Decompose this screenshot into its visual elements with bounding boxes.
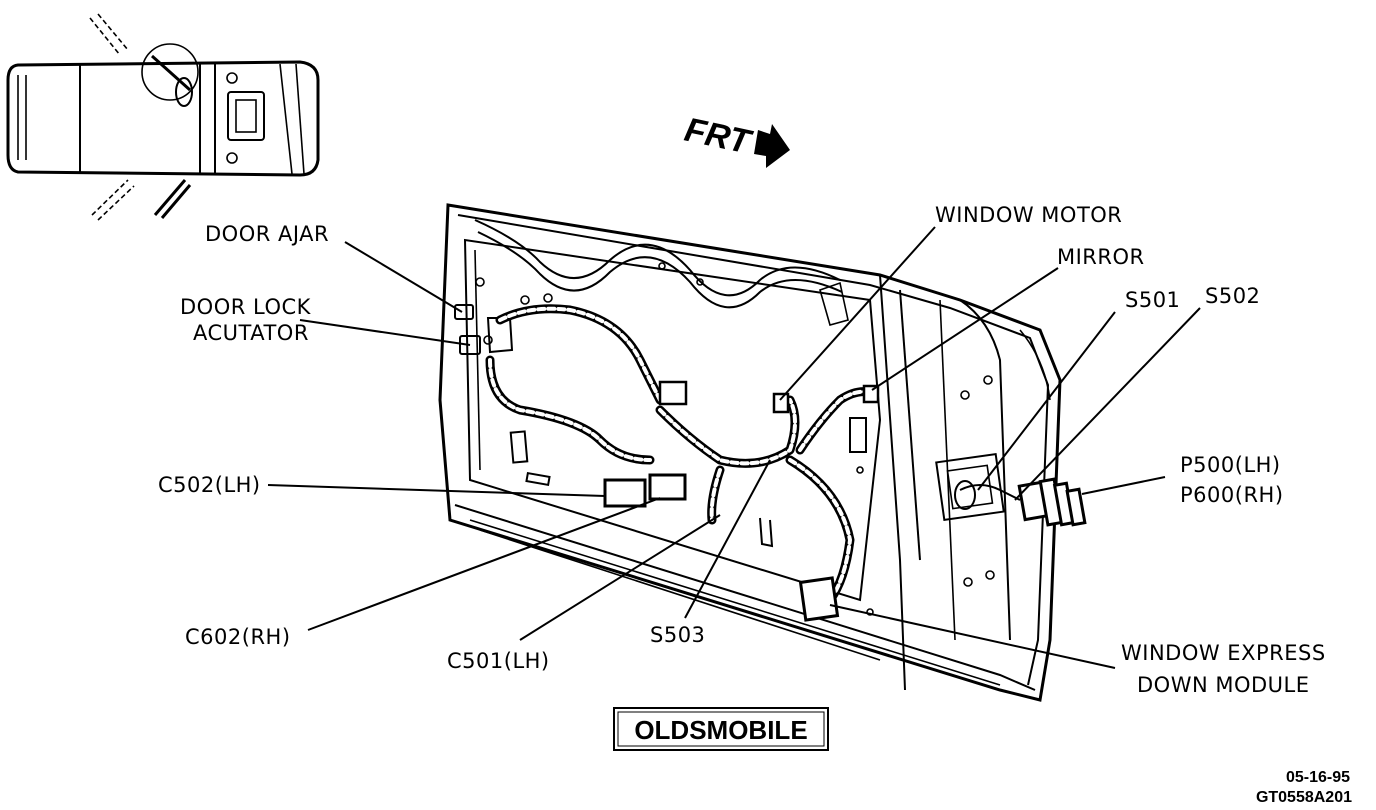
zoom-circle: [141, 43, 199, 101]
footer-date: 05-16-95: [1286, 769, 1350, 786]
door-panel: [438, 203, 1087, 702]
leader-lines: [267, 226, 1201, 669]
c502-connector: [603, 478, 647, 508]
footer-code: GT0558A201: [1256, 789, 1352, 806]
window-motor-label: WINDOW MOTOR: [935, 203, 1122, 227]
s501-label: S501: [1125, 288, 1180, 312]
s502-label: S502: [1205, 284, 1260, 308]
brand-badge: OLDSMOBILE: [613, 707, 829, 751]
front-direction-indicator: FRT: [681, 111, 790, 168]
vehicle-locator: [6, 13, 320, 221]
door-ajar-label: DOOR AJAR: [205, 222, 329, 246]
c502-label: C502(LH): [158, 473, 261, 497]
c501-label: C501(LH): [447, 649, 550, 673]
c602-connector: [648, 473, 687, 501]
s503-label: S503: [650, 623, 705, 647]
mirror-label: MIRROR: [1057, 245, 1145, 269]
brand-text: OLDSMOBILE: [634, 715, 807, 745]
window-express-label-line2: DOWN MODULE: [1137, 673, 1310, 697]
c602-label: C602(RH): [185, 625, 291, 649]
p500-grommet: [954, 477, 1087, 527]
mirror-connector: [862, 384, 880, 404]
front-arrow-icon: [754, 124, 790, 168]
door-lock-label-line1: DOOR LOCK: [180, 295, 312, 319]
door-lock-label-line2: ACUTATOR: [193, 321, 309, 345]
p500-label: P500(LH): [1180, 453, 1281, 477]
window-express-module: [798, 576, 840, 622]
window-express-label-line1: WINDOW EXPRESS: [1121, 641, 1326, 665]
window-motor-connector: [772, 392, 790, 414]
p600-label: P600(RH): [1180, 483, 1284, 507]
front-label: FRT: [681, 111, 756, 162]
